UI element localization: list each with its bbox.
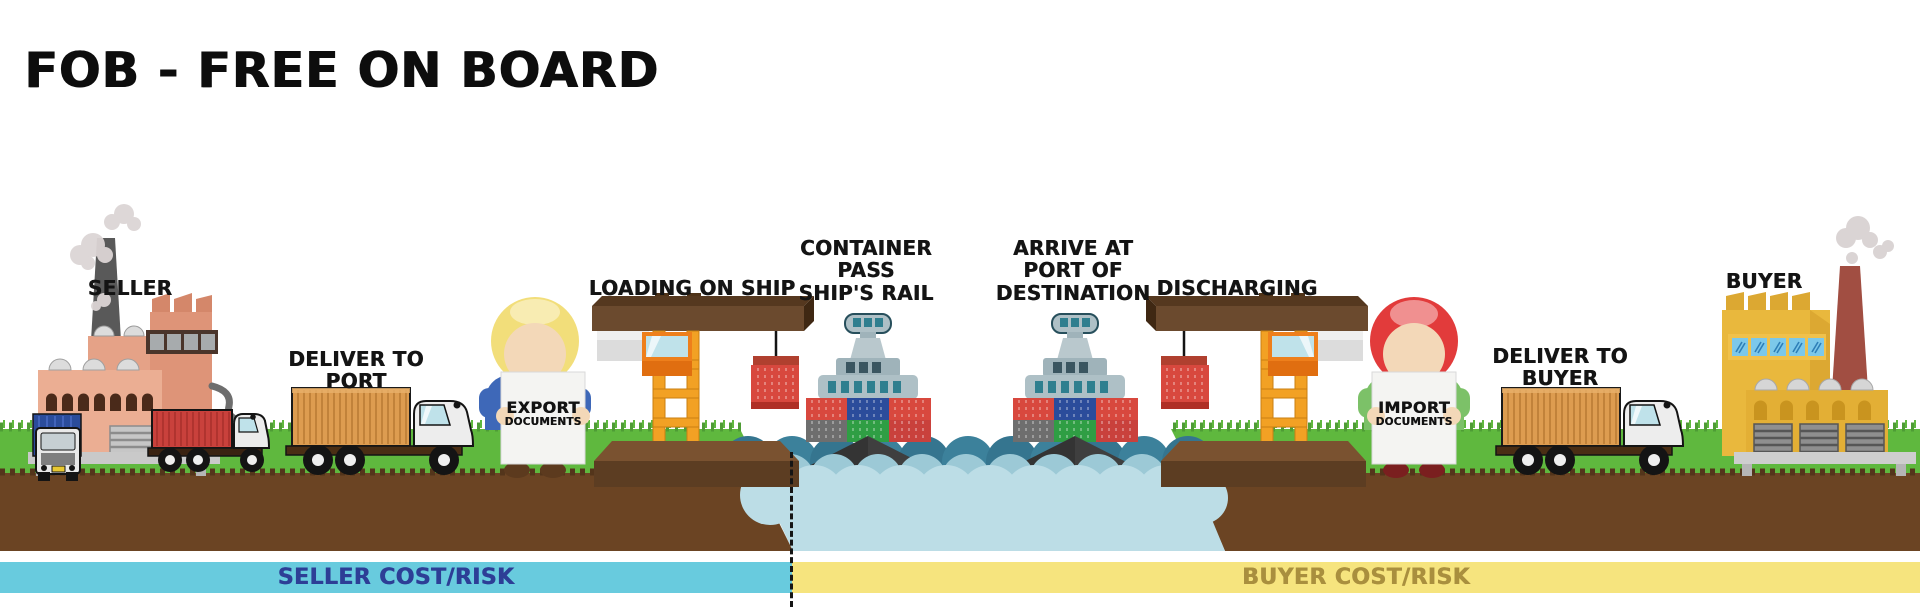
export-sign-text: EXPORT DOCUMENTS — [504, 398, 582, 428]
blue-truck-icon — [32, 413, 82, 481]
import-sign-text: IMPORT DOCUMENTS — [1375, 398, 1453, 428]
buyer-cost-risk-label: BUYER COST/RISK — [1242, 565, 1470, 590]
stage-label-loading-on-ship: LOADING ON SHIP — [588, 276, 796, 300]
seller-cost-risk-label: SELLER COST/RISK — [277, 565, 515, 590]
water-front-waves — [740, 454, 1228, 551]
import-person-icon — [1358, 297, 1470, 478]
seller-cost-risk-bar: SELLER COST/RISK — [0, 562, 792, 593]
buyer-windows — [1732, 338, 1824, 356]
stage-label-deliver-to-port: DELIVER TO PORT — [288, 347, 424, 394]
import-sign-line1: IMPORT — [1377, 398, 1451, 417]
export-sign-line1: EXPORT — [506, 398, 580, 417]
stage-label-seller: SELLER — [87, 276, 173, 300]
export-documents-sign — [500, 371, 586, 465]
export-sign-line2: DOCUMENTS — [504, 415, 582, 428]
page-title: FOB - FREE ON BOARD — [24, 42, 659, 99]
buyer-smoke — [1836, 216, 1894, 264]
seller-smoke — [70, 204, 141, 311]
loading-crane-icon — [590, 291, 816, 489]
import-sign-line2: DOCUMENTS — [1375, 415, 1453, 428]
stage-label-deliver-to-buyer: DELIVER TO BUYER — [1492, 344, 1628, 391]
stage-label-buyer: BUYER — [1725, 269, 1803, 293]
risk-transfer-dashed-line — [790, 452, 793, 607]
buyer-cost-risk-bar: BUYER COST/RISK — [792, 562, 1920, 593]
stage-label-container-pass-rail: CONTAINER PASS SHIP'S RAIL — [798, 236, 934, 305]
red-truck-icon — [147, 409, 271, 472]
import-documents-sign — [1371, 371, 1457, 465]
stage-label-discharging: DISCHARGING — [1156, 276, 1318, 300]
stage-label-arrive-destination: ARRIVE AT PORT OF DESTINATION — [995, 236, 1151, 305]
discharging-crane-icon — [1144, 291, 1370, 489]
buyer-factory-icon — [1722, 216, 1916, 476]
export-person-icon — [479, 297, 591, 478]
